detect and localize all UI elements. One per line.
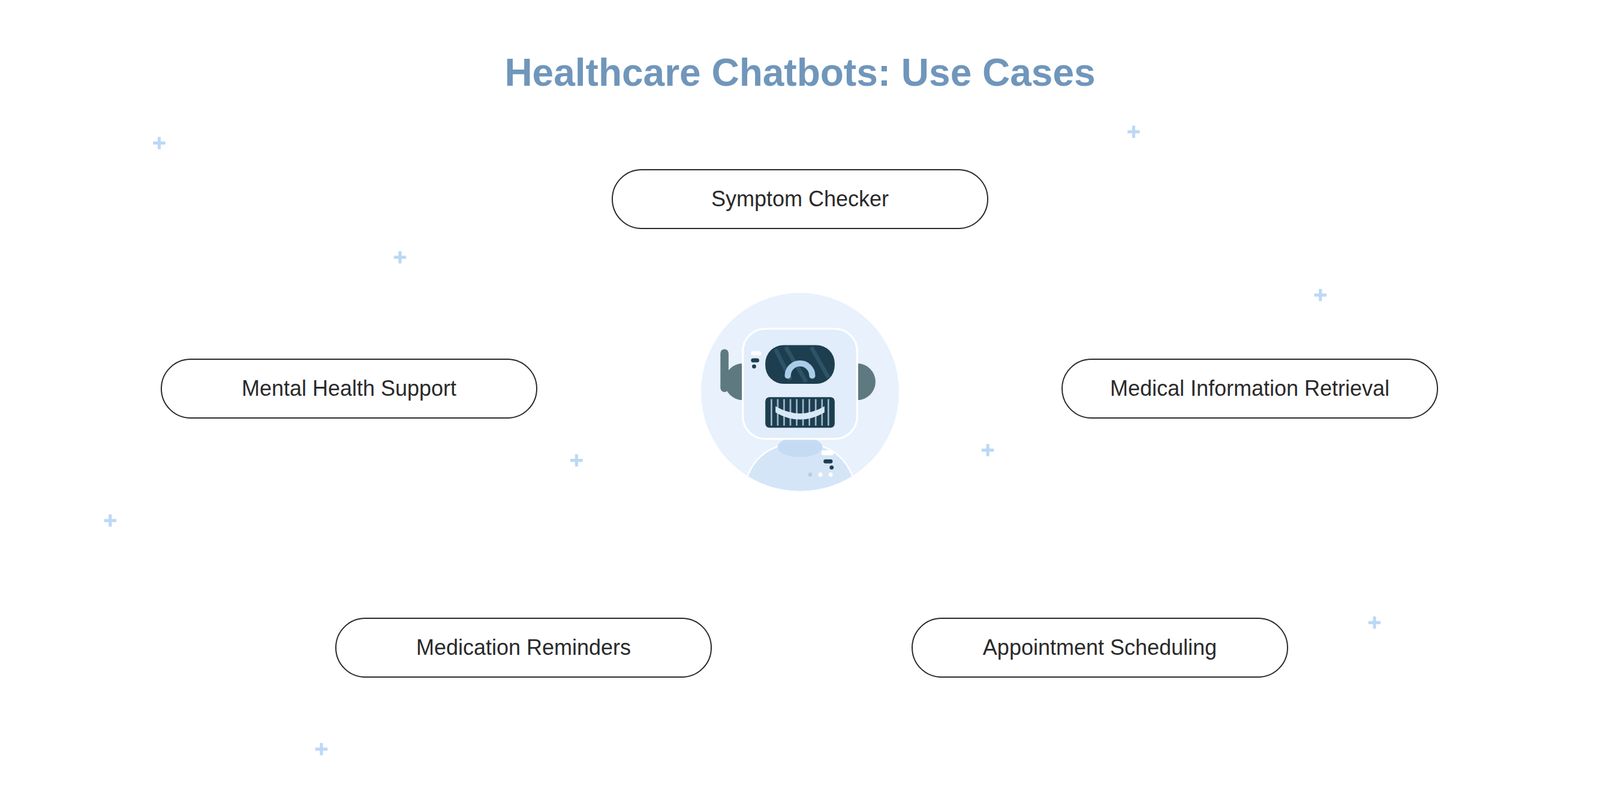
grille-stroke	[795, 399, 798, 426]
use-case-pill: Medication Reminders	[335, 617, 712, 678]
diagram-title: Healthcare Chatbots: Use Cases	[0, 50, 1600, 95]
use-case-label: Appointment Scheduling	[982, 635, 1217, 661]
plus-decorations	[104, 125, 1382, 756]
use-case-pill: Symptom Checker	[611, 169, 989, 230]
use-case-label: Mental Health Support	[241, 376, 457, 402]
use-case-pill: Appointment Scheduling	[911, 617, 1289, 678]
use-case-label: Medical Information Retrieval	[1110, 376, 1390, 402]
grille-stroke	[802, 399, 805, 426]
grille-stroke	[827, 399, 830, 426]
use-case-pill: Medical Information Retrieval	[1061, 358, 1439, 419]
use-case-pill: Mental Health Support	[160, 358, 538, 419]
grille-stroke	[770, 399, 773, 426]
use-case-label: Symptom Checker	[711, 186, 889, 212]
use-case-label: Medication Reminders	[416, 635, 631, 661]
